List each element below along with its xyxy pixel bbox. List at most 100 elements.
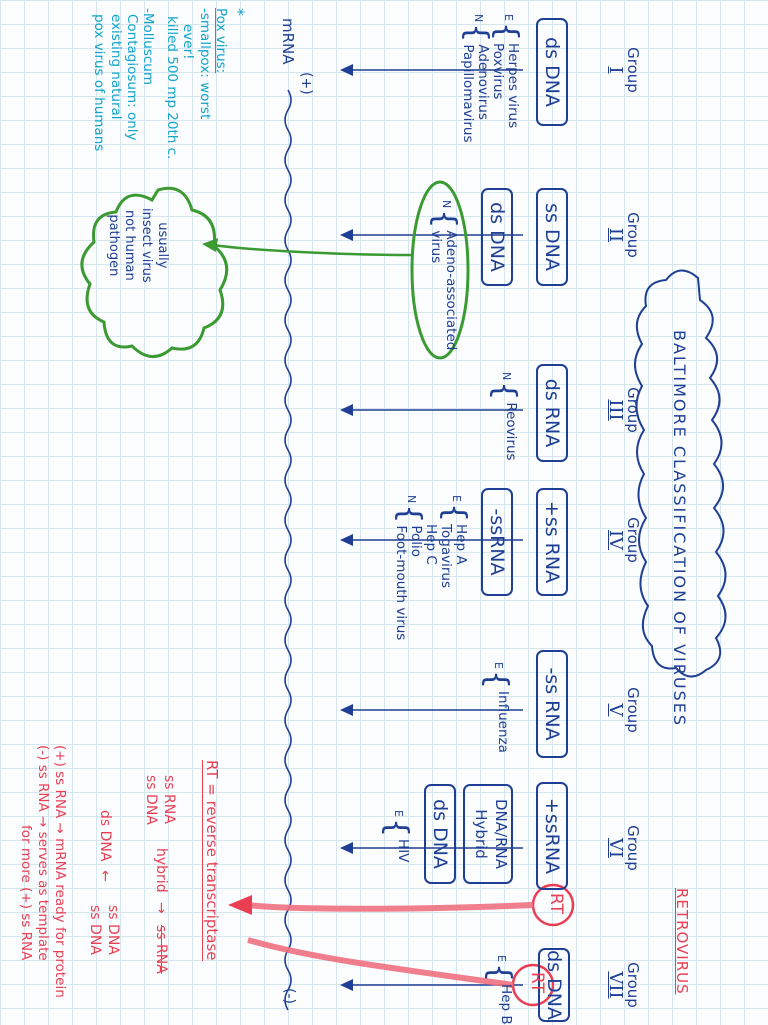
group-4-header: Group IV <box>605 510 642 570</box>
pox-heading: Pox virus: <box>212 8 229 74</box>
rt-legend-line-1: (+) ss RNA → mRNA ready for protein <box>52 745 68 998</box>
pox-of-humans: pox virus of humans <box>91 14 108 152</box>
example-name: Poxvirus <box>489 43 506 100</box>
group-1-genome-box: ds DNA <box>536 18 568 126</box>
group-6-dsdna-box: ds DNA <box>424 784 456 884</box>
connector-lines <box>353 69 523 986</box>
group-2-genome-box: ss DNA <box>536 188 568 286</box>
example-name: Adenovirus <box>474 44 491 120</box>
group-1-examples: E{ Herpes virus Poxvirus N{ Adenovirus P… <box>458 14 524 143</box>
group-2-examples: N{ Adeno-associated virus <box>427 200 462 351</box>
group-1-label: Group <box>624 47 642 93</box>
example-name: Polio <box>407 525 424 558</box>
pox-smallpox: -smallpox: worst <box>196 8 213 120</box>
example-letter: E <box>392 810 405 817</box>
group-5-numeral: V <box>605 703 627 717</box>
example-name: virus <box>427 230 444 264</box>
group-6-hybrid-box: DNA/RNA Hybrid <box>463 784 513 884</box>
group-6-hybrid-text: DNA/RNA Hybrid <box>472 799 510 869</box>
example-letter: N <box>404 495 418 504</box>
rt-legend-line-3: for more (+) ss RNA <box>18 825 35 961</box>
rt-reaction-ssdna: ss DNA <box>143 775 159 825</box>
rt-legend-line-2: (-) ss RNA → serves as template <box>35 745 52 961</box>
group-3-genome-box: ds RNA <box>536 364 568 462</box>
example-name: Hep C <box>422 524 439 565</box>
retrovirus-label: RETROVIRUS <box>673 888 691 995</box>
adeno-to-cloud-arrow <box>212 243 413 257</box>
group-4-genome-box: +ss RNA <box>536 488 568 596</box>
group-2-header: Group II <box>605 205 642 265</box>
group-4-numeral: IV <box>605 529 627 551</box>
group-3-header: Group III <box>605 380 642 440</box>
example-name: Adeno-associated <box>443 230 459 351</box>
rt-reaction-ssrna: ss RNA <box>161 775 177 824</box>
mrna-plus-label: (+) <box>298 72 314 95</box>
group-6-numeral: VI <box>605 837 627 859</box>
rt-reaction-hybrid: hybrid <box>153 848 169 893</box>
example-letter: N <box>500 372 513 381</box>
group-6-rt-label: RT <box>546 893 566 914</box>
mrna-strand <box>284 89 292 1011</box>
group-7-header: Group VII <box>605 955 642 1015</box>
pox-notes: * Pox virus: -smallpox: worst ever! kill… <box>91 8 249 160</box>
group-4-label: Group <box>624 517 642 563</box>
pox-existing: existing natural <box>107 14 124 120</box>
mrna-label: mRNA <box>279 18 297 65</box>
group-6-header: Group VI <box>605 818 642 878</box>
rt-reaction-back-arrow: ← <box>97 870 113 882</box>
cloud-note-line: usually <box>155 222 170 269</box>
arrowheads <box>340 64 353 991</box>
pox-molluscum: -Molluscum <box>140 8 157 85</box>
example-name: HIV <box>395 839 411 863</box>
group-3-label: Group <box>624 387 642 433</box>
example-name: Hep A <box>453 524 469 565</box>
example-name: Reovirus <box>503 402 519 461</box>
example-letter: E <box>450 495 463 502</box>
group-6-genome-box: +ssRNA <box>536 782 568 890</box>
example-name: Herpes virus <box>505 43 521 129</box>
group-7-examples: E{ Hep B <box>482 955 517 1025</box>
example-letter: E <box>502 14 515 21</box>
example-letter: N <box>471 14 485 23</box>
group-1-header: Group I <box>605 40 642 100</box>
rt-reaction-dsdna: ds DNA <box>97 810 113 862</box>
rt-legend: (+) ss RNA → mRNA ready for protein (-) … <box>17 745 68 998</box>
example-name: Hep B <box>498 984 514 1025</box>
rt-reaction-ssdna-2: ss DNA <box>87 905 103 955</box>
group-4-example-n: N{ Polio Foot-mouth virus <box>391 495 427 641</box>
group-7-label: Group <box>624 962 642 1008</box>
example-letter: E <box>495 955 508 962</box>
group-4-example-e: E{ Hep A Togavirus Hep C <box>422 495 472 588</box>
group-1-example-e: E{ Herpes virus Poxvirus <box>489 14 524 129</box>
rt-reaction-struck: ss RNA <box>153 925 169 974</box>
rt-reaction-ssdna-1: ss DNA <box>105 905 121 955</box>
group-5-genome-box: -ss RNA <box>536 650 568 758</box>
group-4-examples: E{ Hep A Togavirus Hep C N{ Polio Foot-m… <box>391 495 472 641</box>
insect-cloud-note: usually insect virus not human pathogen <box>105 208 170 283</box>
title-cloud-outline <box>634 269 727 678</box>
insect-cloud-outline <box>80 186 229 358</box>
group-1-example-n: N{ Adenovirus Papillomavirus <box>458 14 494 143</box>
group-2-numeral: II <box>605 227 627 243</box>
group-7-numeral: VII <box>605 971 627 999</box>
group-5-examples: E{ Influenza <box>479 662 514 753</box>
group-5-header: Group V <box>605 680 642 740</box>
rt-definition: RT = reverse transcriptase <box>202 760 221 961</box>
mrna-minus-label: (-) <box>281 988 297 1004</box>
group-3-examples: N{ Reovirus <box>487 372 522 461</box>
pox-star: * <box>229 8 248 16</box>
rt-red-arrow <box>247 902 534 988</box>
group-6-examples: E{ HIV <box>379 810 414 863</box>
group-6-label: Group <box>624 825 642 871</box>
group-3-numeral: III <box>605 399 627 421</box>
adeno-highlight-oval <box>410 180 470 360</box>
group-7-rt-label: RT <box>527 972 547 993</box>
group-4-second-box: -ssRNA <box>481 488 513 596</box>
cloud-note-line: insect virus <box>138 208 154 283</box>
pox-killed: killed 500 mp 20th c. <box>164 16 181 160</box>
cloud-note-line: pathogen <box>106 214 122 277</box>
cloud-note-line: not human <box>122 209 138 281</box>
pox-ever: ever! <box>180 24 197 60</box>
